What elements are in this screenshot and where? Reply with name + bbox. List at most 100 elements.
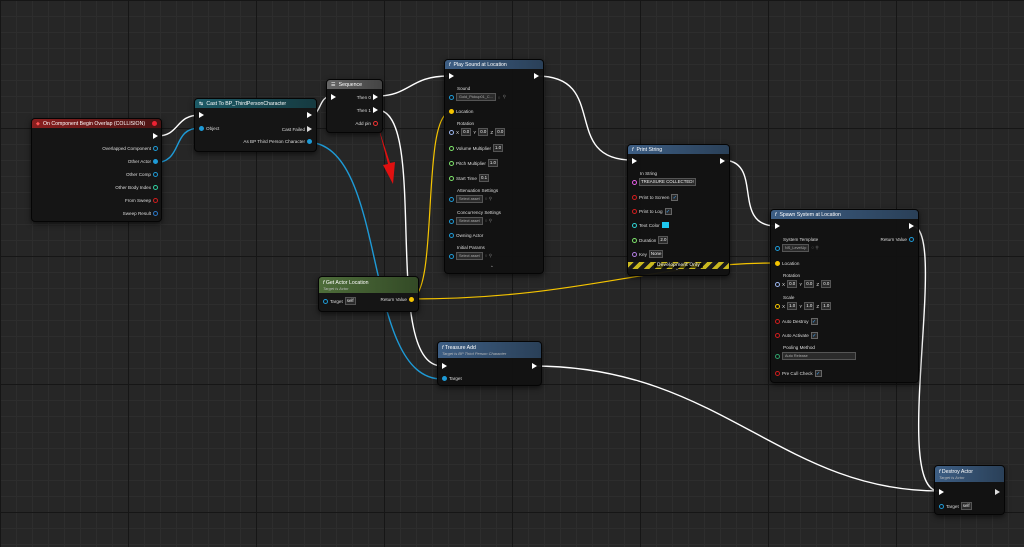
spawn-exec-in[interactable] <box>775 223 780 229</box>
browse-icon[interactable]: ○ <box>497 94 501 100</box>
function-icon: f <box>939 468 942 475</box>
get-actor-location-subtitle: Target is Actor <box>323 285 349 291</box>
text-color-swatch[interactable] <box>661 222 669 228</box>
concurrency-label: Concurrency Settings <box>457 210 501 215</box>
treasure-add-header[interactable]: f Treasure Add Target is BP Third Person… <box>438 342 541 358</box>
exec-wire-print-to-spawn <box>721 159 777 227</box>
auto-destroy-pin[interactable]: Auto Destroy✓ <box>775 318 818 325</box>
event-node[interactable]: ◆ On Component Begin Overlap (COLLISION)… <box>31 118 162 222</box>
pin-other-body-index[interactable]: Other Body Index <box>115 185 158 190</box>
treasure-target-pin[interactable]: Target <box>442 376 462 381</box>
pin-other-actor[interactable]: Other Actor <box>128 159 158 164</box>
auto-destroy-checkbox[interactable]: ✓ <box>810 318 818 325</box>
in-string-label: In String <box>640 171 658 176</box>
destroy-actor-header[interactable]: f Destroy Actor Target is Actor <box>935 466 1004 482</box>
get-location-return-pin[interactable]: Return Value <box>381 297 414 302</box>
get-actor-location-title: Get Actor Location <box>325 279 369 286</box>
sound-asset-field[interactable]: Gold_Pickup01_C...○⚲ <box>449 93 506 101</box>
print-to-screen-pin[interactable]: Print to Screen✓ <box>632 194 679 201</box>
owning-actor-pin[interactable]: Owning Actor <box>449 233 483 238</box>
pin-overlapped-component[interactable]: Overlapped Component <box>102 146 158 151</box>
cast-object-pin[interactable]: Object <box>199 126 219 131</box>
sequence-exec-in[interactable] <box>331 94 336 100</box>
expand-chevron-icon[interactable]: ⌃ <box>675 268 679 273</box>
cast-node[interactable]: ↹ Cast To BP_ThirdPersonCharacter Object… <box>194 98 317 152</box>
get-actor-location-node[interactable]: f Get Actor Location Target is Actor Tar… <box>318 276 419 312</box>
cast-node-header[interactable]: ↹ Cast To BP_ThirdPersonCharacter <box>195 99 316 108</box>
play-sound-exec-out[interactable] <box>534 73 539 79</box>
event-node-header[interactable]: ◆ On Component Begin Overlap (COLLISION) <box>32 119 161 128</box>
cast-exec-in[interactable] <box>199 112 204 118</box>
treasure-exec-in[interactable] <box>442 363 447 369</box>
exec-wire-then0-to-playsound <box>376 75 449 97</box>
text-color-pin[interactable]: Text Color <box>632 222 669 228</box>
sequence-node[interactable]: ☰ Sequence Then 0 Then 1 Add pin <box>326 79 383 133</box>
sequence-then1-pin[interactable]: Then 1 <box>357 107 378 113</box>
destroy-exec-out[interactable] <box>995 489 1000 495</box>
search-icon[interactable]: ⚲ <box>502 94 506 99</box>
event-exec-out[interactable] <box>153 133 158 139</box>
cast-exec-out[interactable] <box>307 112 312 118</box>
print-to-log-pin[interactable]: Print to Log✓ <box>632 208 672 215</box>
get-actor-location-header[interactable]: f Get Actor Location Target is Actor <box>319 277 418 293</box>
print-to-screen-checkbox[interactable]: ✓ <box>671 194 679 201</box>
play-sound-node[interactable]: f Play Sound at Location Sound Gold_Pick… <box>444 59 544 274</box>
initial-params-field[interactable]: Select asset○ ⚲ <box>449 252 492 260</box>
spawn-system-node[interactable]: f Spawn System at Location System Templa… <box>770 209 919 383</box>
print-string-header[interactable]: f Print String <box>628 145 729 154</box>
print-to-log-checkbox[interactable]: ✓ <box>664 208 672 215</box>
treasure-add-node[interactable]: f Treasure Add Target is BP Third Person… <box>437 341 542 386</box>
concurrency-field[interactable]: Select asset○ ⚲ <box>449 217 492 225</box>
spawn-scale-label: Scale <box>783 295 795 300</box>
destroy-exec-in[interactable] <box>939 489 944 495</box>
pre-cull-check-pin[interactable]: Pre Cull Check✓ <box>775 370 822 377</box>
auto-activate-checkbox[interactable]: ✓ <box>810 332 818 339</box>
pin-sweep-result[interactable]: Sweep Result <box>123 211 158 216</box>
pooling-method-dropdown[interactable]: Auto Release <box>775 352 856 360</box>
spawn-return-value-pin[interactable]: Return Value <box>881 237 914 242</box>
sequence-then0-pin[interactable]: Then 0 <box>357 94 378 100</box>
print-exec-in[interactable] <box>632 158 637 164</box>
sequence-add-pin-button[interactable]: Add pin <box>355 121 378 126</box>
expand-chevron-icon[interactable]: ⌃ <box>490 265 494 270</box>
red-error-icon <box>152 121 157 126</box>
auto-activate-pin[interactable]: Auto Activate✓ <box>775 332 818 339</box>
print-exec-out[interactable] <box>720 158 725 164</box>
initial-params-label: Initial Params <box>457 245 485 250</box>
cast-as-pin[interactable]: As BP Third Person Character <box>243 139 312 144</box>
play-sound-header[interactable]: f Play Sound at Location <box>445 60 543 69</box>
attenuation-field[interactable]: Select asset○ ⚲ <box>449 195 492 203</box>
cast-failed-pin[interactable]: Cast Failed <box>282 126 312 132</box>
sequence-node-header[interactable]: ☰ Sequence <box>327 80 382 89</box>
function-icon: f <box>449 61 451 68</box>
play-sound-exec-in[interactable] <box>449 73 454 79</box>
pre-cull-checkbox[interactable]: ✓ <box>814 370 822 377</box>
red-arrow-annotation <box>378 126 395 184</box>
treasure-exec-out[interactable] <box>532 363 537 369</box>
attenuation-label: Attenuation Settings <box>457 188 499 193</box>
location-pin[interactable]: Location <box>449 109 473 114</box>
development-only-banner: Development Only <box>628 262 729 269</box>
spawn-exec-out[interactable] <box>909 223 914 229</box>
spawn-system-header[interactable]: f Spawn System at Location <box>771 210 918 219</box>
system-template-field[interactable]: NS_LevelUp○ ⚲ <box>775 244 819 252</box>
spawn-location-pin[interactable]: Location <box>775 261 799 266</box>
sequence-title: Sequence <box>338 81 363 88</box>
in-string-field[interactable]: TREASURE COLLECTED! <box>632 178 696 186</box>
add-pin-icon <box>373 121 378 126</box>
print-string-node[interactable]: f Print String In String TREASURE COLLEC… <box>627 144 730 276</box>
pin-other-comp[interactable]: Other Comp <box>126 172 158 177</box>
pin-from-sweep[interactable]: From Sweep <box>125 198 158 203</box>
event-title: On Component Begin Overlap (COLLISION) <box>43 120 146 127</box>
